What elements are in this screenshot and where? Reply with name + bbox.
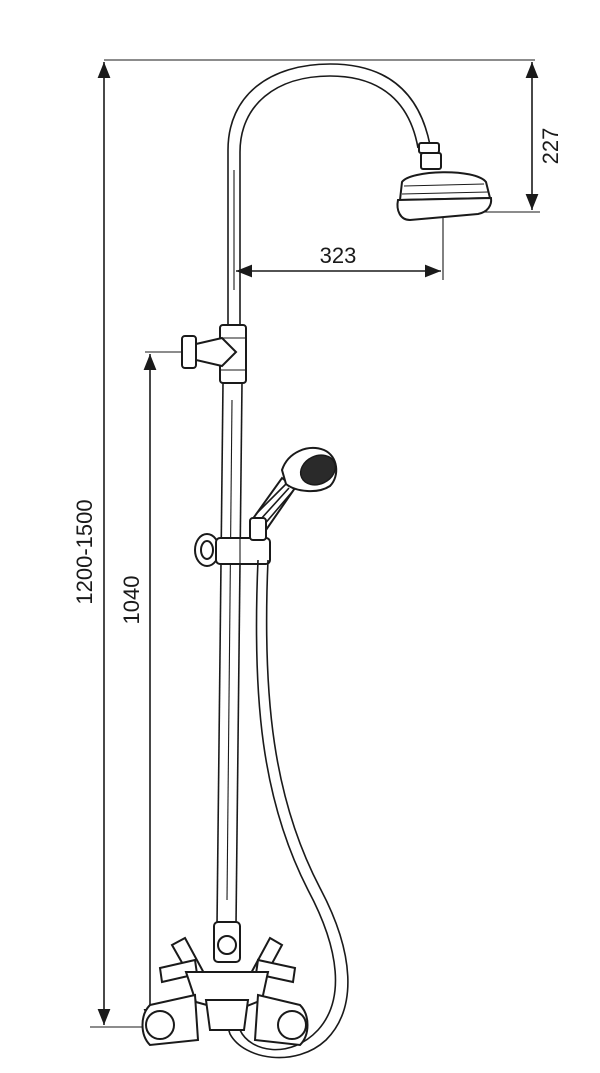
dimension-label-mixer-height: 1040 — [119, 576, 144, 625]
hand-shower — [249, 447, 338, 541]
dimension-mixer-height: 1040 — [119, 351, 185, 1025]
sliding-holder — [194, 533, 271, 567]
dimension-label-head-drop: 227 — [538, 128, 563, 165]
diverter-valve — [181, 324, 247, 384]
wall-mixer — [141, 921, 309, 1047]
dimension-label-total-height: 1200-1500 — [72, 499, 97, 604]
riser-rail — [216, 382, 243, 926]
overhead-shower-head — [396, 142, 493, 222]
dimension-total-height: 1200-1500 — [72, 59, 535, 1028]
gooseneck-arm — [227, 63, 431, 325]
dimension-label-head-reach: 323 — [320, 243, 357, 268]
dimension-head-reach: 323 — [236, 215, 444, 280]
